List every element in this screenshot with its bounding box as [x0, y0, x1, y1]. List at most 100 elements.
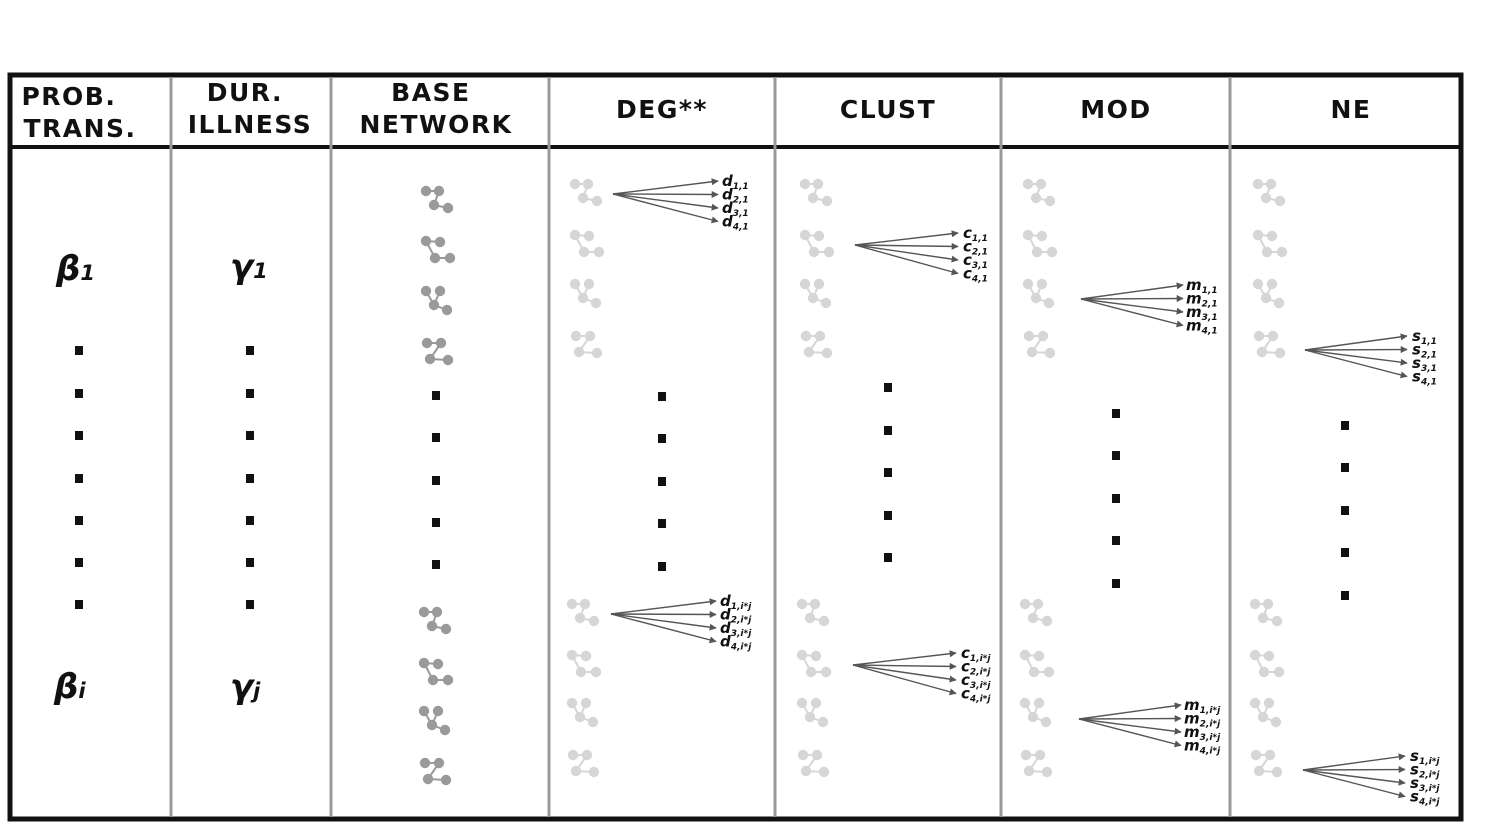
header-prob-trans-line1: PROB. [21, 82, 116, 111]
deg-label-first-3: d3,1 [722, 199, 749, 219]
ne-label-subscript: 3,1 [1421, 364, 1437, 374]
ne-label-subscript: 3,i*j [1419, 784, 1440, 794]
mod-label-first-2: m2,1 [1186, 290, 1218, 310]
header-dur-illness: DUR. ILLNESS [188, 78, 313, 139]
ne-label-first-3: s3,1 [1412, 354, 1437, 374]
mod-arrow-fan-first: m1,1m2,1m3,1m4,1 [1080, 276, 1218, 337]
header-base-network-line1: BASE [391, 78, 471, 107]
clust-network-icon-top-2 [799, 229, 835, 258]
ellipsis-dot-deg-3 [658, 477, 666, 486]
deg-label-last-4: d4,i*j [720, 633, 752, 653]
clust-label-subscript: 2,i*j [970, 668, 991, 678]
ellipsis-dot-clust-1 [884, 383, 892, 392]
clust-label-last-1: c1,i*j [961, 644, 991, 664]
mod-arrow-last-4 [1078, 718, 1182, 748]
mod-label-subscript: 3,1 [1202, 313, 1218, 323]
clust-label-last-2: c2,i*j [961, 658, 991, 678]
clust-network-icon-top-1 [799, 178, 833, 207]
clust-label-subscript: 3,i*j [970, 681, 991, 691]
ellipsis-dot-dur-1 [246, 346, 254, 355]
ellipsis-dot-base-4 [432, 518, 440, 527]
ellipsis-dot-prob-5 [75, 516, 83, 525]
ellipsis-dot-deg-2 [658, 434, 666, 443]
ne-network-icon-bottom-1 [1249, 598, 1283, 627]
ellipsis-dot-ne-4 [1341, 548, 1349, 557]
clust-label-first-3: c3,1 [963, 251, 988, 271]
ellipsis-dot-dur-4 [246, 474, 254, 483]
clust-network-icon-bottom-4 [797, 749, 830, 778]
mod-arrow-first-1 [1080, 282, 1184, 300]
mod-label-subscript: 4,1 [1201, 327, 1218, 337]
deg-arrow-first-4 [612, 193, 719, 224]
clust-arrow-last-3 [852, 664, 957, 683]
deg-label-letter: d [722, 213, 733, 231]
mod-network-icon-top-3 [1022, 278, 1055, 309]
ellipsis-dot-dur-7 [246, 600, 254, 609]
ne-arrow-last-1 [1302, 753, 1406, 771]
gamma-last-symbol: γ [230, 667, 256, 707]
beta-first-subscript: 1 [80, 261, 95, 285]
ne-label-letter: s [1410, 747, 1419, 765]
header-ne: NE [1330, 95, 1371, 124]
ne-label-last-1: s1,i*j [1410, 747, 1440, 767]
mod-arrow-last-2 [1078, 715, 1182, 723]
deg-arrow-last-4 [610, 613, 717, 644]
base-network-icon-bottom-1 [418, 606, 452, 635]
deg-label-subscript: 2,1 [733, 196, 749, 206]
beta-last-subscript: i [78, 679, 86, 703]
clust-label-letter: c [961, 658, 970, 676]
gamma-last: γj [230, 667, 261, 707]
mod-label-letter: m [1184, 696, 1200, 714]
ellipsis-dot-prob-3 [75, 431, 83, 440]
ellipsis-dot-ne-2 [1341, 463, 1349, 472]
mod-label-letter: m [1186, 276, 1202, 294]
ellipsis-dot-clust-5 [884, 553, 892, 562]
ellipsis-dot-mod-5 [1112, 579, 1120, 588]
clust-label-letter: c [961, 644, 970, 662]
base-network-icon-top-3 [420, 285, 453, 316]
clust-label-subscript: 1,i*j [970, 654, 991, 664]
mod-arrow-first-3 [1080, 298, 1184, 315]
ne-label-letter: s [1412, 354, 1421, 372]
table-frame [7, 72, 1464, 822]
deg-network-icon-bottom-4 [567, 749, 600, 778]
column-dividers [169, 77, 1232, 817]
header-prob-trans-line2: TRANS. [23, 114, 136, 143]
clust-arrow-first-4 [854, 244, 959, 276]
clust-label-first-4: c4,1 [963, 265, 988, 285]
ne-network-icon-bottom-2 [1249, 649, 1285, 678]
clust-label-letter: c [963, 251, 972, 269]
mod-network-icon-bottom-2 [1019, 649, 1055, 678]
mod-label-letter: m [1186, 303, 1202, 321]
ellipsis-dot-deg-4 [658, 519, 666, 528]
deg-arrow-first-2 [612, 190, 719, 198]
mod-label-subscript: 4,i*j [1199, 747, 1221, 757]
base-network-icon-bottom-2 [418, 657, 454, 686]
mod-network-icon-top-2 [1022, 229, 1058, 258]
deg-label-letter: d [720, 619, 731, 637]
mod-label-subscript: 2,i*j [1200, 720, 1221, 730]
clust-network-icon-top-4 [800, 330, 833, 359]
clust-label-subscript: 1,1 [972, 234, 988, 244]
mod-label-last-3: m3,i*j [1184, 723, 1221, 743]
mod-label-last-2: m2,i*j [1184, 710, 1221, 730]
ellipsis-dot-prob-1 [75, 346, 83, 355]
deg-label-letter: d [720, 606, 731, 624]
ne-network-icon-top-1 [1252, 178, 1286, 207]
base-network-icon-top-1 [420, 185, 454, 214]
ne-network-icon-bottom-4 [1250, 749, 1283, 778]
deg-label-letter: d [722, 199, 733, 217]
deg-label-subscript: 3,1 [733, 209, 749, 219]
ellipsis-dot-mod-3 [1112, 494, 1120, 503]
deg-label-first-1: d1,1 [722, 172, 749, 192]
mod-label-last-4: m4,i*j [1184, 737, 1221, 757]
ne-arrow-last-2 [1302, 766, 1406, 774]
mod-label-letter: m [1186, 317, 1202, 335]
deg-network-icon-top-2 [569, 229, 605, 258]
clust-network-icon-bottom-3 [796, 697, 829, 728]
deg-network-icon-top-4 [570, 330, 603, 359]
ellipsis-dot-dur-5 [246, 516, 254, 525]
clust-network-icon-bottom-2 [796, 649, 832, 678]
deg-label-letter: d [720, 633, 731, 651]
mod-label-first-4: m4,1 [1186, 317, 1218, 337]
